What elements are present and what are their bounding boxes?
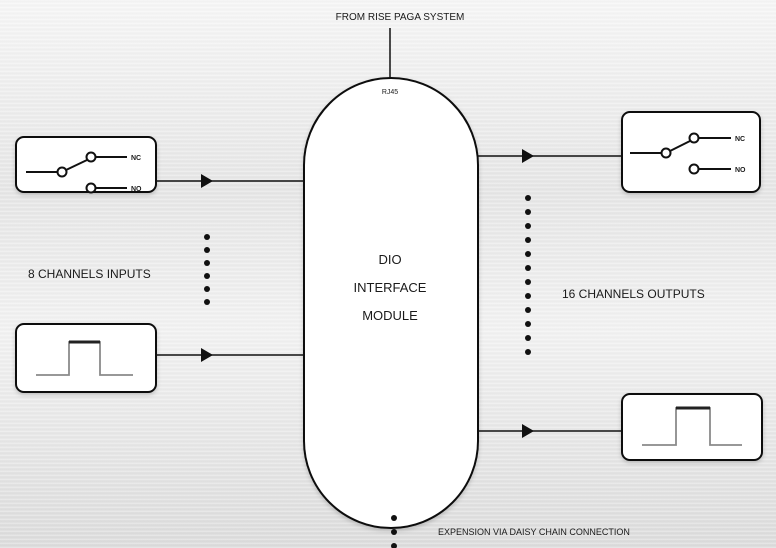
input-nc-contact [85,151,97,163]
input-nc-label: NC [131,155,141,162]
dio-interface-module [303,77,479,529]
rj45-connector-label: RJ45 [382,89,398,96]
output-no-label: NO [735,167,746,174]
output-no-contact [688,163,700,175]
output-arrow-relay [522,149,534,163]
input-continuation-dots [204,234,210,305]
output-continuation-dots [525,195,531,355]
output-nc-label: NC [735,136,745,143]
daisy-chain-dots [391,515,397,548]
output-relay-box: NC NO [621,111,761,193]
input-no-label: NO [131,186,142,193]
input-no-contact [85,182,97,194]
output-nc-contact [688,132,700,144]
module-title-line1: DIO [378,252,401,267]
daisy-chain-label: EXPENSION VIA DAISY CHAIN CONNECTION [438,527,630,537]
input-relay-box: NC NO [15,136,157,194]
output-arrow-pulse [522,424,534,438]
inputs-label: 8 CHANNELS INPUTS [28,267,151,281]
outputs-label: 16 CHANNELS OUTPUTS [562,287,705,301]
module-title-line2: INTERFACE [354,280,427,295]
input-pulse-box [15,323,157,393]
from-rise-paga-label: FROM RISE PAGA SYSTEM [336,12,465,23]
input-arrow-pulse [201,348,213,362]
input-arrow-relay [201,174,213,188]
output-pulse-box [621,393,763,461]
module-title-line3: MODULE [362,308,418,323]
